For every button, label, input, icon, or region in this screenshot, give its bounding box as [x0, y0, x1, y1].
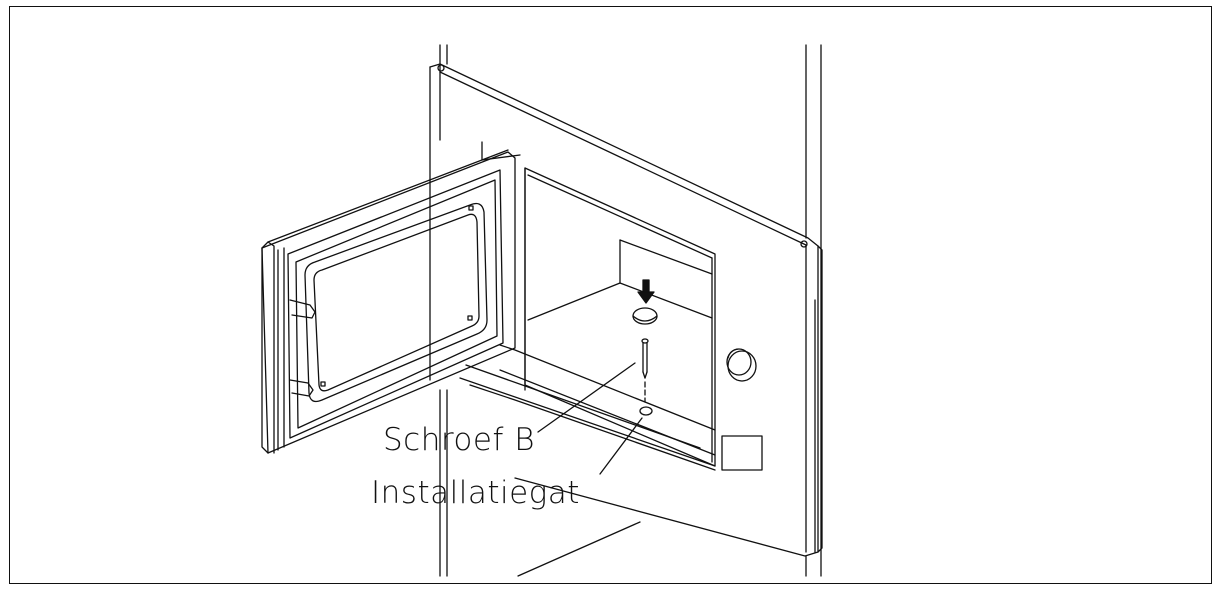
- installation-hole: [639, 406, 653, 416]
- label-screw-b: Schroef B: [383, 422, 536, 458]
- label-installation-hole: Installatiegat: [371, 475, 580, 511]
- oven-cavity: [459, 141, 716, 471]
- leader-line-hole: [599, 417, 643, 475]
- diagram-frame: [9, 6, 1212, 584]
- oven-front-frame: [429, 63, 823, 557]
- leader-line-screw: [537, 362, 636, 433]
- screw-b: [632, 307, 658, 403]
- cabinet-lines: [439, 44, 822, 577]
- down-arrow-icon: [637, 279, 655, 304]
- display-panel: [721, 435, 763, 471]
- control-knob: [726, 348, 757, 382]
- oven-door: [261, 149, 516, 454]
